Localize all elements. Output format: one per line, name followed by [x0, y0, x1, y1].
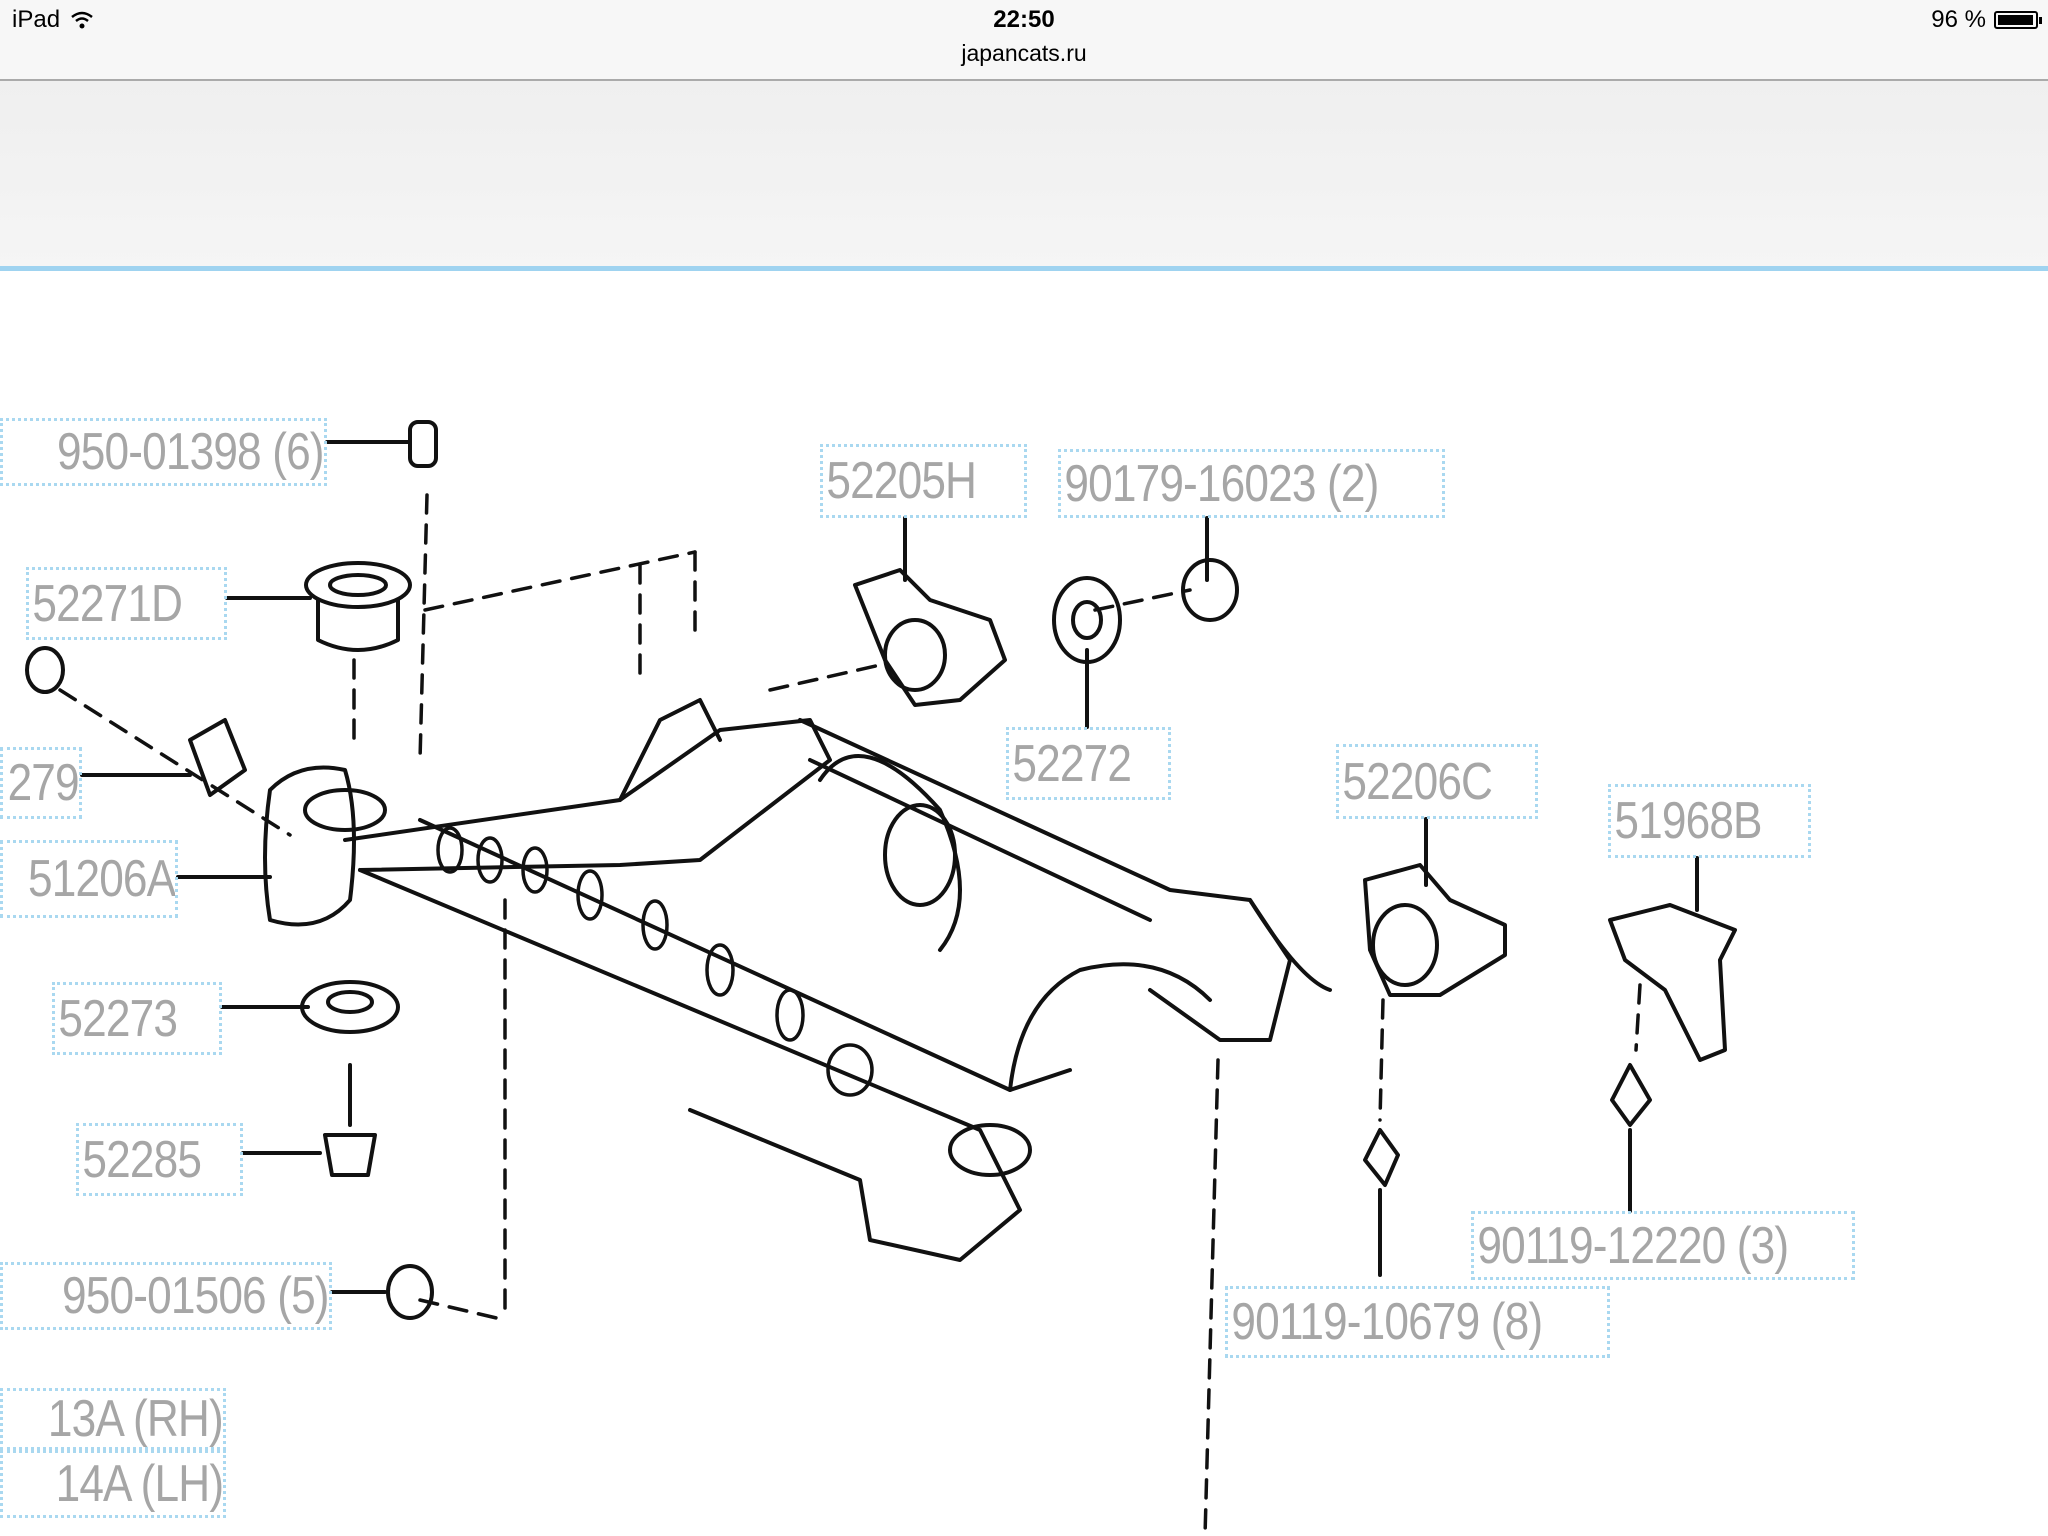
part-label-52271D[interactable]: 52271D — [26, 567, 227, 640]
clock: 22:50 — [993, 6, 1055, 33]
address-url[interactable]: japancats.ru — [961, 40, 1087, 66]
part-label-51206A[interactable]: 51206A — [0, 840, 178, 918]
part-label-52206C[interactable]: 52206C — [1336, 744, 1538, 819]
part-label-52273[interactable]: 52273 — [52, 982, 222, 1055]
part-label-13A-RH[interactable]: 13A (RH) — [0, 1388, 226, 1450]
parts-diagram: 950-01398 (6) 52205H 90179-16023 (2) 522… — [0, 271, 2048, 1536]
part-label-52272[interactable]: 52272 — [1006, 727, 1171, 800]
part-label-950-01506[interactable]: 950-01506 (5) — [0, 1262, 332, 1330]
wifi-icon — [71, 11, 93, 29]
part-label-90179-16023[interactable]: 90179-16023 (2) — [1058, 449, 1445, 518]
part-label-52205H[interactable]: 52205H — [820, 444, 1027, 518]
subframe-drawing — [25, 420, 1737, 1536]
battery-percent: 96 % — [1931, 6, 1986, 33]
part-label-90119-10679[interactable]: 90119-10679 (8) — [1225, 1286, 1610, 1358]
part-label-90119-12220[interactable]: 90119-12220 (3) — [1471, 1211, 1855, 1280]
page-load-progress — [0, 266, 2048, 271]
part-label-950-01398[interactable]: 950-01398 (6) — [0, 418, 327, 486]
battery-icon — [1994, 11, 2042, 29]
parts — [25, 420, 1737, 1320]
part-label-14A-LH[interactable]: 14A (LH) — [0, 1450, 226, 1518]
browser-toolbar — [0, 81, 2048, 268]
part-label-51968B[interactable]: 51968B — [1608, 784, 1811, 858]
leader-lines — [80, 440, 1699, 1294]
subframe — [263, 698, 1332, 1262]
status-bar: iPad 22:50 japancats.ru 96 % — [0, 0, 2048, 81]
part-label-279[interactable]: 279 — [0, 747, 82, 819]
part-label-52285[interactable]: 52285 — [76, 1123, 243, 1196]
device-name: iPad — [12, 6, 61, 33]
